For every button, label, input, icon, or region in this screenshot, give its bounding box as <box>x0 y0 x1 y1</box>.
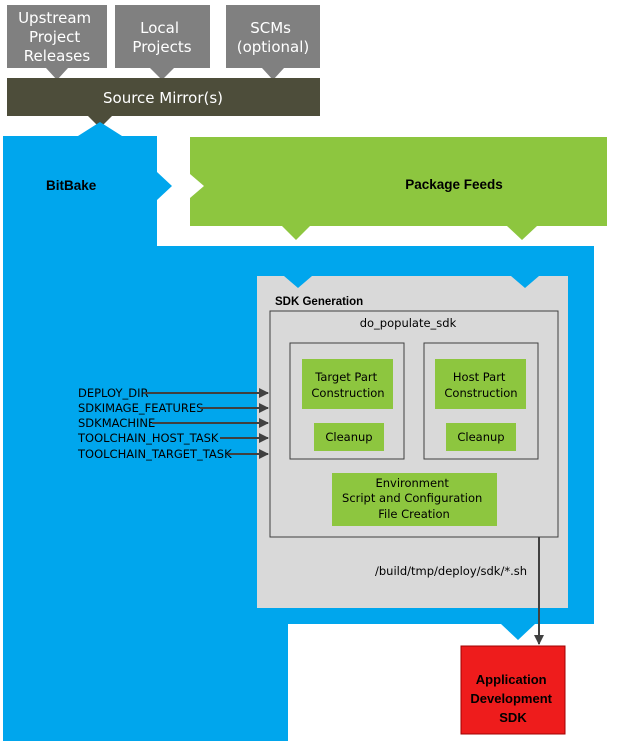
scms-line-1: SCMs <box>250 19 291 37</box>
scms-line-2: (optional) <box>237 38 310 56</box>
sdk-generation-label: SDK Generation <box>275 296 363 308</box>
host-part-frame <box>423 342 539 460</box>
target-cleanup-box <box>314 423 384 451</box>
bitbake-label: BitBake <box>46 178 97 193</box>
var-toolchain-host-task: TOOLCHAIN_HOST_TASK <box>77 431 219 445</box>
scms-box: SCMs (optional) <box>226 5 320 80</box>
environment-line-2: Script and Configuration <box>342 491 482 505</box>
host-cleanup-label: Cleanup <box>457 430 504 444</box>
target-cleanup-label: Cleanup <box>325 430 372 444</box>
host-part-line-1: Host Part <box>453 370 506 384</box>
local-projects-box: Local Projects <box>115 5 210 80</box>
do-populate-sdk-label: do_populate_sdk <box>360 316 457 330</box>
source-mirror-bar: Source Mirror(s) <box>7 78 320 128</box>
host-part-construction-box <box>435 359 526 409</box>
application-sdk-box <box>460 645 566 735</box>
svg-text:Environment Script and Con: Environment Script and Configuration Fil… <box>342 476 486 521</box>
target-part-line-1: Target Part <box>314 370 377 384</box>
upstream-project-releases-box: Upstream Project Releases <box>7 5 107 80</box>
target-part-line-2: Construction <box>311 386 384 400</box>
host-part-line-2: Construction <box>444 386 517 400</box>
local-line-1: Local <box>140 19 179 37</box>
environment-box <box>332 473 497 526</box>
do-populate-sdk-box <box>269 310 559 538</box>
svg-text:Upstream Project R: Upstream Project Releases <box>18 9 96 65</box>
environment-line-3: File Creation <box>378 507 450 521</box>
svg-text:Local Projects: Local Projects <box>132 19 191 56</box>
upstream-line-2: Project <box>29 28 80 46</box>
output-path-label: /build/tmp/deploy/sdk/*.sh <box>375 564 527 578</box>
var-toolchain-target-task: TOOLCHAIN_TARGET_TASK <box>77 447 232 461</box>
local-line-2: Projects <box>132 38 191 56</box>
svg-text:SCMs (optional): SCMs (optional) <box>237 19 310 56</box>
source-mirror-label: Source Mirror(s) <box>103 89 223 107</box>
svg-text:Host Part Construction: Host Part Construction <box>444 370 517 400</box>
svg-text:Target Part Construction: Target Part Construction <box>311 370 384 400</box>
var-deploy-dir: DEPLOY_DIR <box>78 386 149 400</box>
host-cleanup-box <box>446 423 516 451</box>
target-part-frame <box>289 342 405 460</box>
environment-line-1: Environment <box>375 476 449 490</box>
app-sdk-line-1: Application <box>476 672 547 687</box>
package-feeds-banner: Package Feeds <box>190 137 607 240</box>
app-sdk-line-2: Development <box>470 691 552 706</box>
upstream-line-1: Upstream <box>18 9 91 27</box>
var-sdkimage-features: SDKIMAGE_FEATURES <box>78 401 203 415</box>
package-feeds-label: Package Feeds <box>405 177 503 192</box>
upstream-line-3: Releases <box>24 47 91 65</box>
variables-group: DEPLOY_DIR SDKIMAGE_FEATURES SDKMACHINE … <box>77 386 269 461</box>
app-sdk-line-3: SDK <box>499 710 527 725</box>
target-part-construction-box <box>302 359 393 409</box>
svg-text:Application Development: Application Development SDK <box>470 672 555 725</box>
var-sdkmachine: SDKMACHINE <box>78 416 155 430</box>
